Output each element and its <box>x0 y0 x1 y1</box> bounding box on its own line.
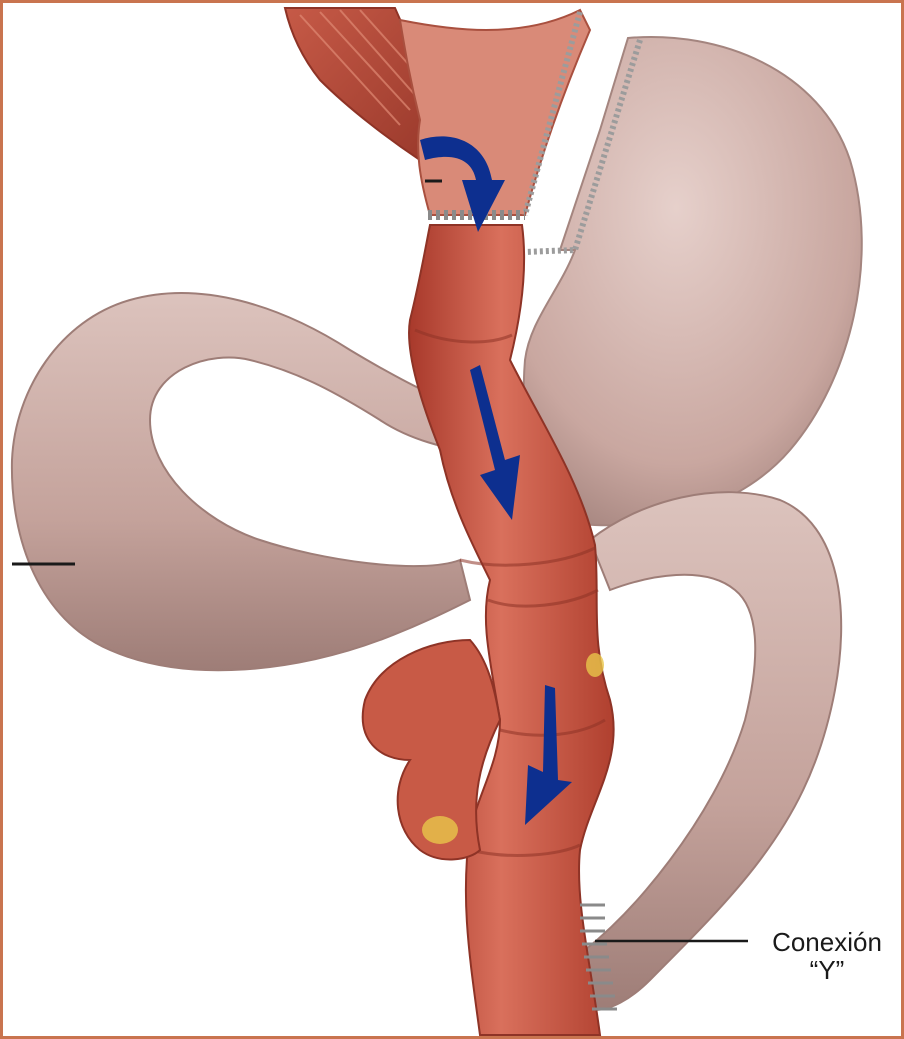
y-connection-label-line1: Conexión <box>752 928 902 956</box>
y-connection-label-line2: “Y” <box>752 956 902 984</box>
y-connection-label: Conexión “Y” <box>752 928 902 984</box>
